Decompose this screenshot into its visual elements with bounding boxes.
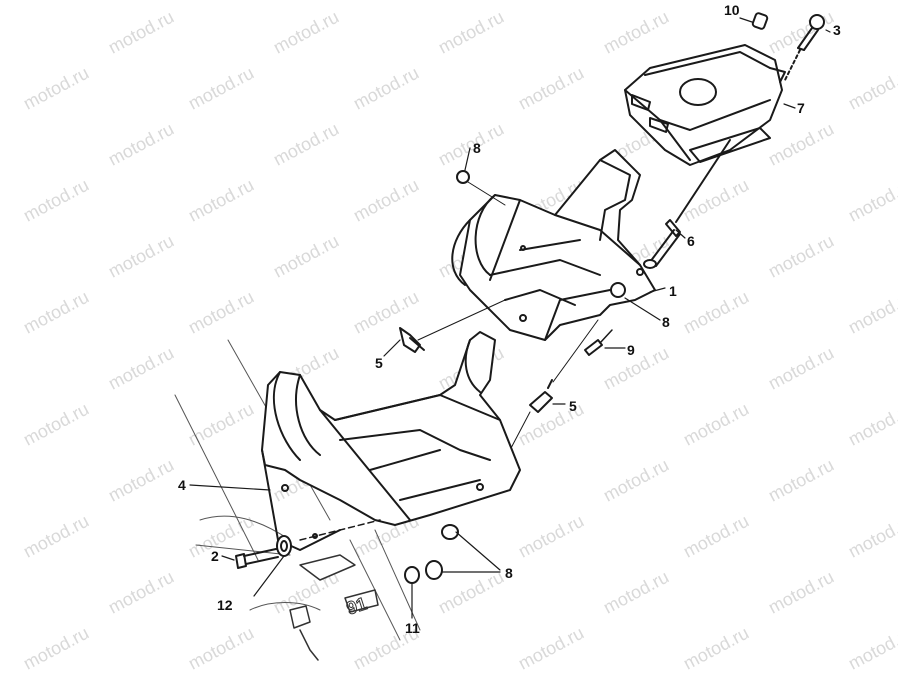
callout-9: 9 [627,342,635,358]
callout-2: 2 [211,548,219,564]
bolt-part-6 [643,139,731,269]
callout-8-bottom: 8 [505,565,513,581]
bolt-part-2 [235,548,279,569]
callout-7: 7 [797,100,805,116]
ecu-module-part-7 [624,44,786,166]
nut-part-8-upper [456,170,626,298]
mount-part-5-lower [509,319,599,451]
callout-10: 10 [724,2,740,18]
callout-6: 6 [687,233,695,249]
screw-part-3 [784,14,825,81]
callout-1: 1 [669,283,677,299]
callout-8-middle: 8 [662,314,670,330]
leader-lines [189,17,831,619]
callout-11: 11 [405,620,420,636]
lower-bracket-part-4 [261,331,521,551]
callout-4: 4 [178,477,186,493]
upper-bracket-part-1 [451,149,656,341]
frame-details [289,554,379,661]
cap-part-10 [751,12,769,30]
callout-3: 3 [833,22,841,38]
mount-part-5-upper [399,299,506,353]
callout-5-lower: 5 [569,398,577,414]
washer-part-12 [276,535,292,557]
screw-part-9 [584,329,613,356]
callout-8-top: 8 [473,140,481,156]
callout-5-upper: 5 [375,355,383,371]
washer-part-11 [404,566,420,584]
callout-12: 12 [217,597,233,613]
nut-part-8-lower [425,524,459,580]
